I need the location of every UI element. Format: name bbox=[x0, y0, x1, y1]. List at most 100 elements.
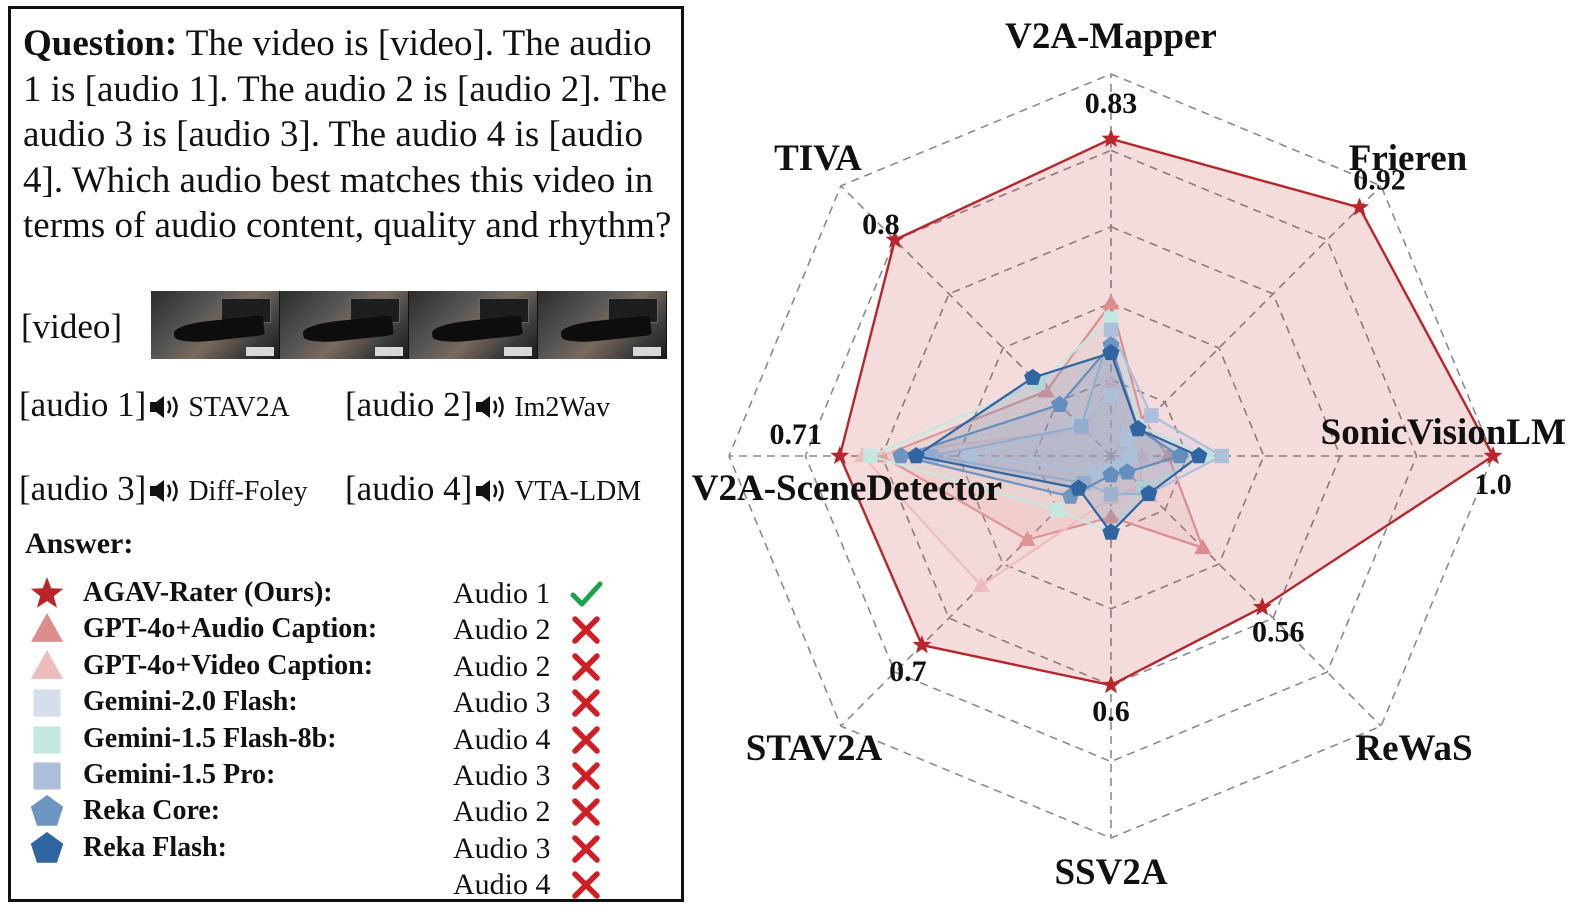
value-label: 1.0 bbox=[1474, 468, 1512, 501]
data-point bbox=[830, 446, 850, 465]
video-frame-logo bbox=[374, 346, 403, 357]
data-point bbox=[962, 448, 977, 464]
data-point bbox=[907, 447, 925, 464]
data-point bbox=[1129, 420, 1147, 437]
pentagon-icon bbox=[30, 795, 64, 827]
audio-1-tag: [audio 1]STAV2A bbox=[19, 385, 290, 424]
video-frame-logo bbox=[503, 346, 532, 357]
data-point bbox=[1120, 432, 1135, 447]
video-tag: [video] bbox=[21, 307, 123, 346]
data-point bbox=[1051, 395, 1069, 412]
legend-item: GPT-4o+Audio Caption: Audio 2 bbox=[21, 613, 661, 649]
data-point bbox=[912, 635, 932, 654]
value-label: 0.92 bbox=[1353, 164, 1406, 197]
video-frame-logo bbox=[245, 346, 274, 357]
grid-ring bbox=[804, 149, 1418, 763]
cross-icon bbox=[572, 725, 600, 754]
axis-label: V2A-Mapper bbox=[1005, 16, 1217, 57]
legend-answer: Audio 2 bbox=[453, 613, 551, 647]
data-point bbox=[1350, 197, 1369, 216]
value-label: 0.7 bbox=[889, 655, 927, 688]
video-frame bbox=[151, 291, 280, 359]
axis-label: V2A-SceneDetector bbox=[692, 468, 1002, 509]
answer-label: Answer: bbox=[25, 527, 134, 560]
video-frame bbox=[538, 291, 667, 359]
legend-model-name: Reka Flash: bbox=[83, 831, 227, 863]
video-frame-logo bbox=[632, 346, 661, 357]
legend-item: AGAV-Rater (Ours): Audio 1 bbox=[21, 577, 661, 613]
data-point bbox=[1102, 294, 1120, 310]
data-point bbox=[863, 448, 878, 464]
grid-ring bbox=[957, 302, 1265, 610]
series-0 bbox=[830, 128, 1503, 694]
audio-2-tag: [audio 2]Im2Wav bbox=[345, 385, 611, 424]
axis-label: SSV2A bbox=[1054, 852, 1167, 893]
data-point bbox=[1101, 128, 1121, 147]
data-point bbox=[1049, 502, 1065, 518]
legend-item: Reka Flash: Audio 3 bbox=[21, 831, 661, 868]
legend-item: GPT-4o+Video Caption:Audio 2 bbox=[21, 649, 661, 686]
data-point bbox=[1171, 447, 1189, 464]
video-thumbnail-strip bbox=[151, 291, 667, 359]
radar-chart: 0.830.921.00.560.60.70.710.8V2A-MapperFr… bbox=[692, 16, 1566, 893]
star-icon bbox=[30, 577, 64, 608]
data-point bbox=[1103, 322, 1119, 338]
data-point bbox=[1103, 311, 1119, 326]
check-icon bbox=[570, 581, 603, 607]
question-text: Question: The video is [video]. The audi… bbox=[23, 21, 673, 249]
data-point bbox=[1074, 419, 1089, 434]
legend-item: Audio 4 bbox=[21, 868, 661, 904]
legend-answer: Audio 2 bbox=[453, 649, 551, 683]
data-point bbox=[1102, 508, 1120, 524]
data-point bbox=[1102, 466, 1120, 483]
square-icon bbox=[33, 762, 61, 790]
legend-answer: Audio 3 bbox=[453, 686, 551, 720]
audio-4-tag: [audio 4]VTA-LDM bbox=[345, 469, 642, 508]
audio-4-model: VTA-LDM bbox=[514, 476, 642, 507]
legend-answer: Audio 1 bbox=[453, 577, 551, 610]
legend-answer: Audio 4 bbox=[453, 868, 551, 902]
audio-1-model: STAV2A bbox=[188, 392, 290, 423]
data-point bbox=[1140, 484, 1158, 502]
cross-icon bbox=[572, 798, 600, 827]
data-point bbox=[1103, 387, 1119, 403]
data-point bbox=[1102, 343, 1120, 361]
square-icon bbox=[33, 689, 61, 717]
legend-item: Gemini-2.0 Flash:Audio 3 bbox=[21, 686, 661, 722]
data-point bbox=[892, 447, 910, 464]
legend-model-name: GPT-4o+Audio Caption: bbox=[83, 613, 378, 645]
axis-label: ReWaS bbox=[1355, 728, 1472, 769]
cross-icon bbox=[572, 871, 600, 899]
legend-answer: Audio 3 bbox=[453, 759, 551, 792]
data-point bbox=[1070, 479, 1088, 496]
triangle-icon bbox=[30, 649, 64, 679]
question-panel: Question: The video is [video]. The audi… bbox=[8, 6, 684, 902]
legend-model-name: Reka Core: bbox=[83, 795, 221, 827]
triangle-icon bbox=[30, 613, 64, 643]
legend-answer: Audio 4 bbox=[453, 722, 551, 756]
speaker-icon bbox=[476, 396, 505, 418]
speaker-icon bbox=[150, 480, 179, 502]
series-7 bbox=[907, 343, 1208, 540]
data-point bbox=[1024, 368, 1042, 385]
value-label: 0.8 bbox=[862, 208, 900, 241]
data-point bbox=[1102, 374, 1120, 390]
speaker-icon bbox=[476, 480, 505, 502]
question-prefix: Question: bbox=[23, 23, 178, 64]
data-point bbox=[1037, 382, 1055, 398]
cross-icon bbox=[572, 616, 600, 645]
audio-2-model: Im2Wav bbox=[514, 392, 611, 423]
cross-icon bbox=[572, 835, 600, 863]
data-point bbox=[1018, 530, 1036, 546]
data-point bbox=[1102, 523, 1120, 540]
audio-3-model: Diff-Foley bbox=[188, 476, 308, 507]
data-point bbox=[1194, 538, 1212, 555]
pentagon-icon bbox=[30, 831, 64, 863]
data-point bbox=[1214, 448, 1229, 464]
value-label: 0.6 bbox=[1092, 695, 1130, 728]
legend-answer: Audio 3 bbox=[453, 831, 551, 865]
data-point bbox=[972, 576, 990, 592]
legend-model-name: AGAV-Rater (Ours): bbox=[83, 577, 333, 608]
grid-ring bbox=[1033, 378, 1189, 534]
data-point bbox=[1118, 463, 1136, 480]
